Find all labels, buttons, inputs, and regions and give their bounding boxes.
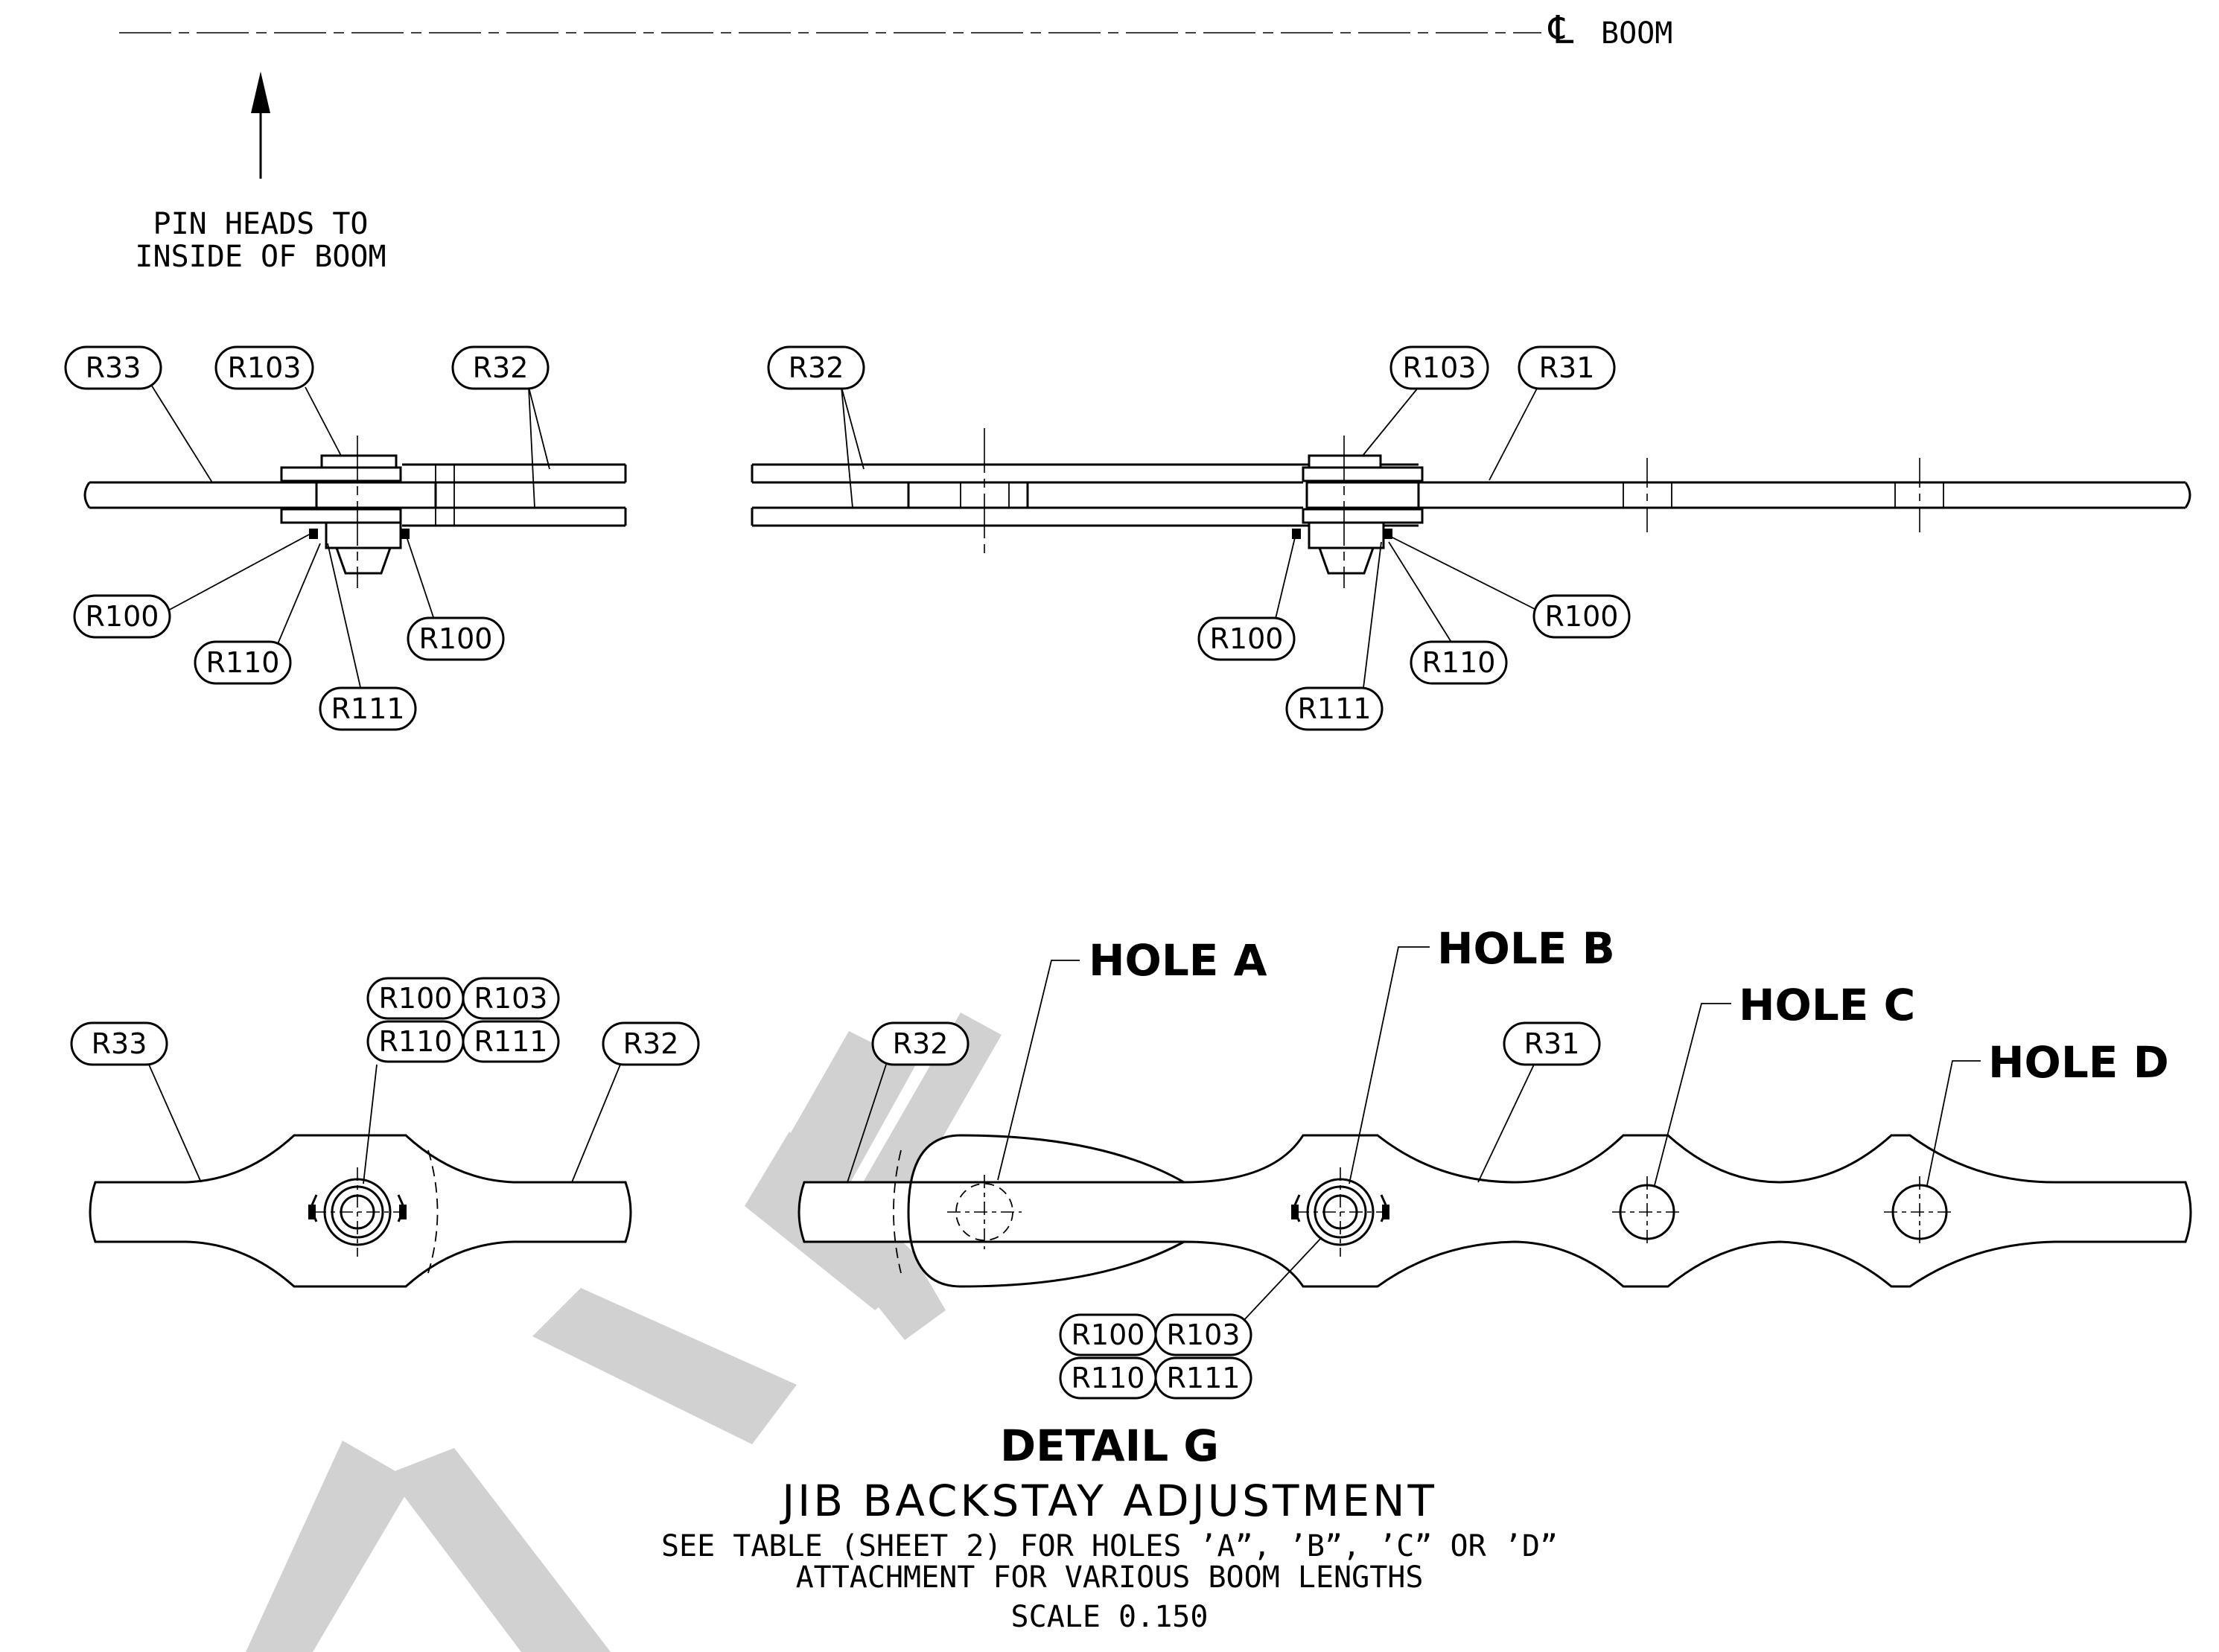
tag-r100-top-left-a: R100 — [73, 594, 171, 639]
tag-r103-bottom-right: R103 — [1154, 1313, 1252, 1356]
tag-r110-bottom-left: R110 — [366, 1020, 465, 1063]
tag-r32-top-right: R32 — [767, 345, 865, 390]
svg-text:R32: R32 — [623, 1027, 679, 1060]
svg-text:R110: R110 — [206, 646, 280, 679]
svg-text:R111: R111 — [1298, 692, 1372, 725]
arrow-note-line2: INSIDE OF BOOM — [135, 240, 386, 274]
svg-text:R32: R32 — [893, 1027, 949, 1060]
svg-text:R32: R32 — [473, 351, 529, 384]
tag-r100-top-left-b: R100 — [407, 616, 505, 661]
watermark-stroke-7 — [875, 1266, 946, 1340]
tag-r33-top-left: R33 — [64, 345, 162, 390]
tag-r110-bottom-right: R110 — [1059, 1356, 1157, 1400]
tag-r32-top-left: R32 — [451, 345, 550, 390]
svg-text:R100: R100 — [86, 600, 159, 633]
watermark-stroke-1 — [246, 1441, 413, 1652]
tag-r100-bottom-left: R100 — [366, 977, 465, 1020]
svg-text:R110: R110 — [379, 1025, 453, 1058]
hole-b-label: HOLE B — [1437, 923, 1615, 974]
bottom-right-plan-view: HOLE A HOLE B HOLE C HOLE D R32 R31 R100… — [797, 923, 2192, 1400]
svg-text:R103: R103 — [1167, 1318, 1241, 1351]
watermark-stroke-3 — [532, 1288, 797, 1444]
hole-a-label: HOLE A — [1089, 935, 1267, 986]
svg-text:R110: R110 — [1422, 646, 1496, 679]
tag-r33-bottom-left: R33 — [70, 1021, 168, 1066]
caption-note-line1: SEE TABLE (SHEET 2) FOR HOLES ’A”, ’B”, … — [661, 1529, 1558, 1563]
tag-r31-bottom-right: R31 — [1503, 1021, 1601, 1066]
svg-text:R100: R100 — [1545, 600, 1619, 633]
tag-r31-top-right: R31 — [1518, 345, 1616, 390]
tag-r32-bottom-left: R32 — [602, 1021, 700, 1066]
tag-r103-top-right: R103 — [1389, 345, 1489, 390]
svg-text:R103: R103 — [1403, 351, 1477, 384]
tag-r110-top-right: R110 — [1410, 640, 1508, 685]
tag-r100-top-right-b: R100 — [1532, 594, 1631, 639]
svg-text:R111: R111 — [331, 692, 405, 725]
drawing-caption: DETAIL G JIB BACKSTAY ADJUSTMENT SEE TAB… — [661, 1420, 1558, 1634]
arrow-note-line1: PIN HEADS TO — [153, 207, 369, 241]
tag-r100-top-right-a: R100 — [1197, 616, 1296, 661]
caption-note-line2: ATTACHMENT FOR VARIOUS BOOM LENGTHS — [796, 1560, 1424, 1595]
svg-text:R103: R103 — [228, 351, 302, 384]
tag-r110-top-left: R110 — [194, 640, 292, 685]
svg-text:R100: R100 — [1210, 622, 1284, 655]
svg-text:R100: R100 — [379, 982, 453, 1015]
caption-scale: SCALE 0.150 — [1011, 1600, 1209, 1634]
svg-text:R33: R33 — [92, 1027, 147, 1060]
svg-text:R111: R111 — [474, 1025, 548, 1058]
svg-text:R103: R103 — [474, 982, 548, 1015]
tag-r103-bottom-left: R103 — [462, 977, 560, 1020]
svg-text:R31: R31 — [1524, 1027, 1580, 1060]
detail-label: DETAIL G — [1000, 1420, 1219, 1471]
svg-text:R32: R32 — [789, 351, 844, 384]
watermark-stroke-2 — [387, 1448, 611, 1652]
caption-title: JIB BACKSTAY ADJUSTMENT — [780, 1476, 1437, 1526]
hole-c-label: HOLE C — [1739, 980, 1915, 1030]
svg-text:R33: R33 — [86, 351, 141, 384]
svg-text:R111: R111 — [1167, 1362, 1241, 1394]
hole-d-label: HOLE D — [1988, 1037, 2169, 1088]
pin-direction-arrow: PIN HEADS TO INSIDE OF BOOM — [135, 71, 386, 274]
tag-r111-bottom-left: R111 — [462, 1020, 560, 1063]
tag-r111-top-right: R111 — [1285, 686, 1384, 731]
tag-r111-bottom-right: R111 — [1154, 1356, 1252, 1400]
top-right-side-view: R32 R103 R31 R100 R110 R111 R100 — [751, 345, 2191, 731]
bottom-left-plan-view: R33 R32 R100 R103 R110 R111 — [70, 977, 700, 1288]
svg-text:R31: R31 — [1539, 351, 1595, 384]
boom-centerline: ℄ BOOM — [119, 8, 1672, 53]
svg-text:R110: R110 — [1072, 1362, 1145, 1394]
centerline-label: BOOM — [1601, 16, 1672, 51]
watermark-stroke-5 — [774, 1031, 916, 1199]
svg-text:R100: R100 — [419, 622, 493, 655]
tag-r103-top-left: R103 — [214, 345, 314, 390]
tag-r32-bottom-right: R32 — [871, 1021, 970, 1066]
watermark-stroke-6 — [860, 1012, 1002, 1210]
tag-r111-top-left: R111 — [319, 686, 417, 731]
centerline-symbol: ℄ — [1547, 8, 1574, 53]
svg-text:R100: R100 — [1072, 1318, 1145, 1351]
top-left-side-view: R33 R103 R32 R100 R110 R111 R100 — [64, 345, 627, 731]
tag-r100-bottom-right: R100 — [1059, 1313, 1157, 1356]
